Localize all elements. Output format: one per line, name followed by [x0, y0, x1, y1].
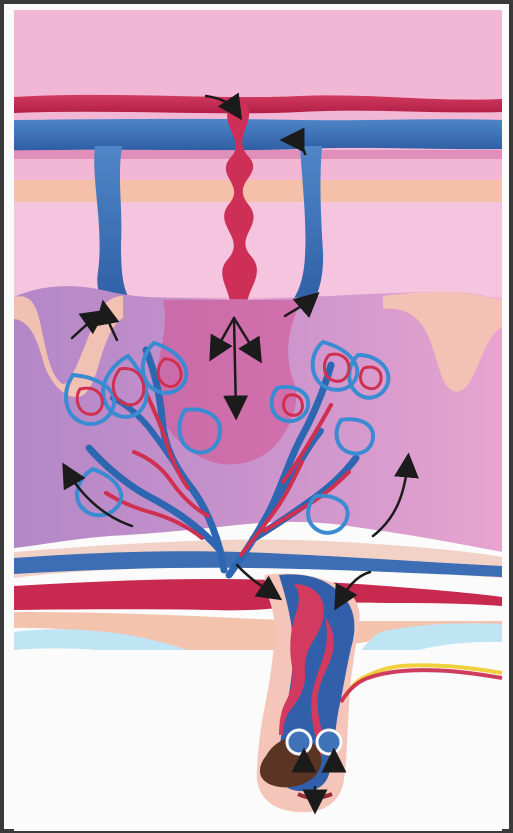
top-separator-band — [14, 150, 502, 159]
vein-opening-left — [287, 730, 311, 754]
lower-white-area — [14, 650, 502, 831]
upper-peach-band — [14, 180, 502, 202]
maternal-vein-top — [14, 119, 502, 151]
upper-pink-band — [14, 202, 502, 297]
vein-opening-right — [317, 730, 341, 754]
